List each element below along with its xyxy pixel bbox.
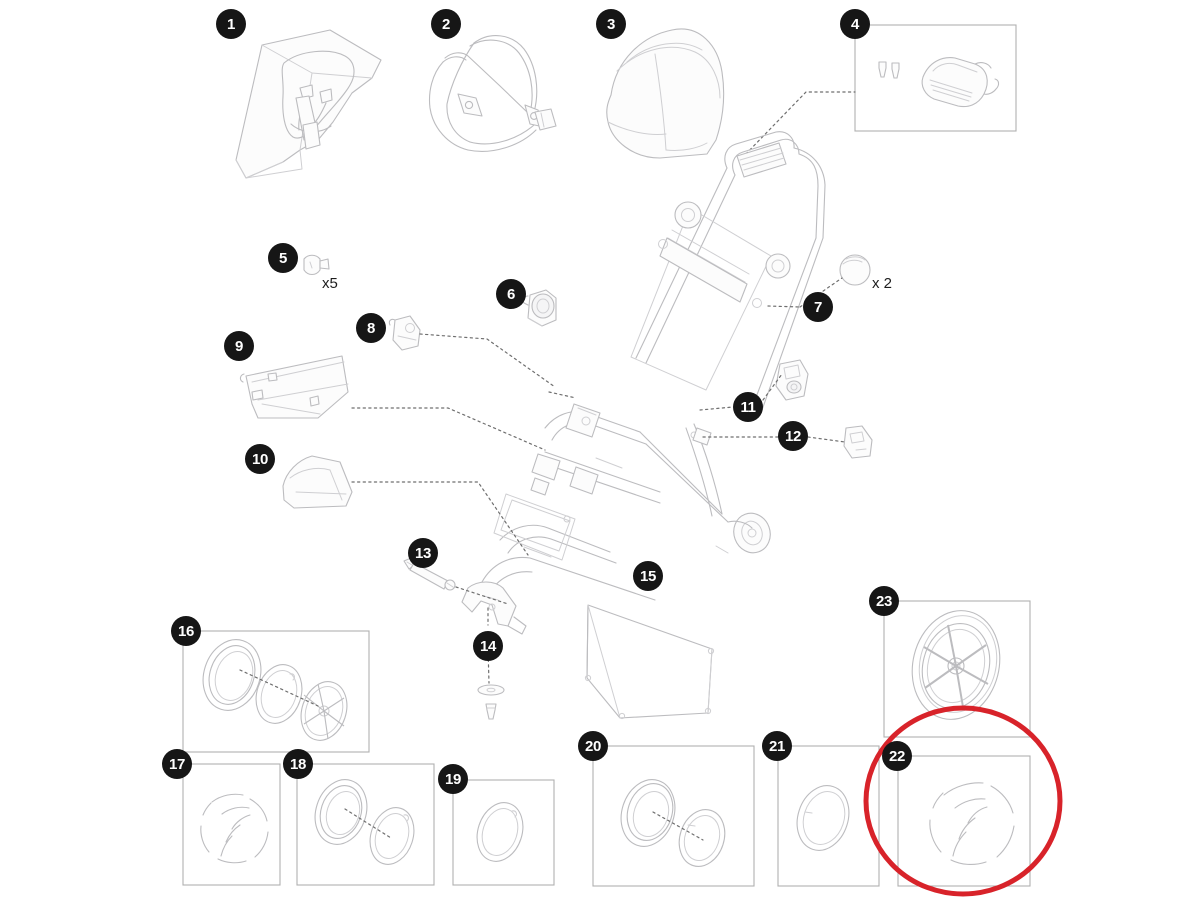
callout-badge-5[interactable]: 5 <box>268 243 298 273</box>
callout-badge-8[interactable]: 8 <box>356 313 386 343</box>
box-item-20 <box>592 745 755 887</box>
callout-badge-18[interactable]: 18 <box>283 749 313 779</box>
part-9-footrest-panel <box>239 355 349 419</box>
part-12-bracket-small <box>843 425 873 459</box>
leader-12b <box>807 436 846 443</box>
quantity-label-item-5: x5 <box>322 275 338 292</box>
leader-7b <box>767 305 801 308</box>
leader-16-inner <box>239 669 319 707</box>
callout-badge-22[interactable]: 22 <box>882 741 912 771</box>
callout-badge-6[interactable]: 6 <box>496 279 526 309</box>
callout-badge-16[interactable]: 16 <box>171 616 201 646</box>
part-18-tyre-rim <box>314 779 415 865</box>
part-22-front-tread-segments <box>929 782 1015 865</box>
leader-18 <box>344 808 392 839</box>
callout-badge-9[interactable]: 9 <box>224 331 254 361</box>
leader-20 <box>652 811 704 841</box>
leader-8 <box>419 333 556 388</box>
part-6-hub-bracket <box>522 289 557 327</box>
callout-badge-14[interactable]: 14 <box>473 631 503 661</box>
box-item-22 <box>897 755 1031 887</box>
box-item-16 <box>182 630 370 753</box>
box-item-17 <box>182 763 281 886</box>
part-15-basket-cover <box>584 604 715 720</box>
part-3-canopy-fabric <box>606 28 725 159</box>
part-21-front-inner-rim <box>796 785 850 851</box>
part-7-end-cap <box>839 254 871 286</box>
box-item-23 <box>883 600 1031 738</box>
callout-badge-10[interactable]: 10 <box>245 444 275 474</box>
item-boxes <box>182 24 1031 887</box>
red-highlight-ellipse <box>863 705 1063 897</box>
callout-badge-11[interactable]: 11 <box>733 392 763 422</box>
callout-badge-12[interactable]: 12 <box>778 421 808 451</box>
box-item-4 <box>854 24 1017 132</box>
leader-13 <box>455 586 509 605</box>
leader-lines <box>351 277 846 684</box>
callout-badge-2[interactable]: 2 <box>431 9 461 39</box>
callout-badge-17[interactable]: 17 <box>162 749 192 779</box>
leader-6 <box>548 391 577 399</box>
leader-9 <box>351 407 546 451</box>
part-8-pivot-clip <box>388 315 421 351</box>
part-20-front-tyre-rim <box>620 779 726 867</box>
part-5-screw <box>303 254 330 276</box>
callout-badge-3[interactable]: 3 <box>596 9 626 39</box>
callout-badge-13[interactable]: 13 <box>408 538 438 568</box>
part-10-fender-cover <box>282 455 353 509</box>
callout-badge-20[interactable]: 20 <box>578 731 608 761</box>
callout-badge-15[interactable]: 15 <box>633 561 663 591</box>
leader-10 <box>351 481 529 556</box>
part-1-seat-liner <box>235 29 382 179</box>
part-4-handlebar-grip-cover <box>878 57 1000 108</box>
callout-badge-23[interactable]: 23 <box>869 586 899 616</box>
callout-badge-1[interactable]: 1 <box>216 9 246 39</box>
box-item-19 <box>452 779 555 886</box>
callout-badge-21[interactable]: 21 <box>762 731 792 761</box>
box-item-18 <box>296 763 435 886</box>
part-14-washer-screw <box>477 684 505 720</box>
callout-badge-19[interactable]: 19 <box>438 764 468 794</box>
quantity-label-item-7: x 2 <box>872 275 893 292</box>
part-11-latch-block <box>775 359 809 401</box>
callout-badge-4[interactable]: 4 <box>840 9 870 39</box>
part-16-rear-wheel-assembly <box>202 639 348 741</box>
stroller-frame-assembly <box>461 131 826 635</box>
callout-badge-7[interactable]: 7 <box>803 292 833 322</box>
part-2-canopy-frame <box>428 35 557 152</box>
part-17-tread-segments <box>200 793 269 864</box>
part-19-inner-rim <box>476 802 524 862</box>
leader-11a <box>699 406 734 411</box>
box-item-21 <box>777 745 880 887</box>
leader-11b <box>762 373 783 401</box>
